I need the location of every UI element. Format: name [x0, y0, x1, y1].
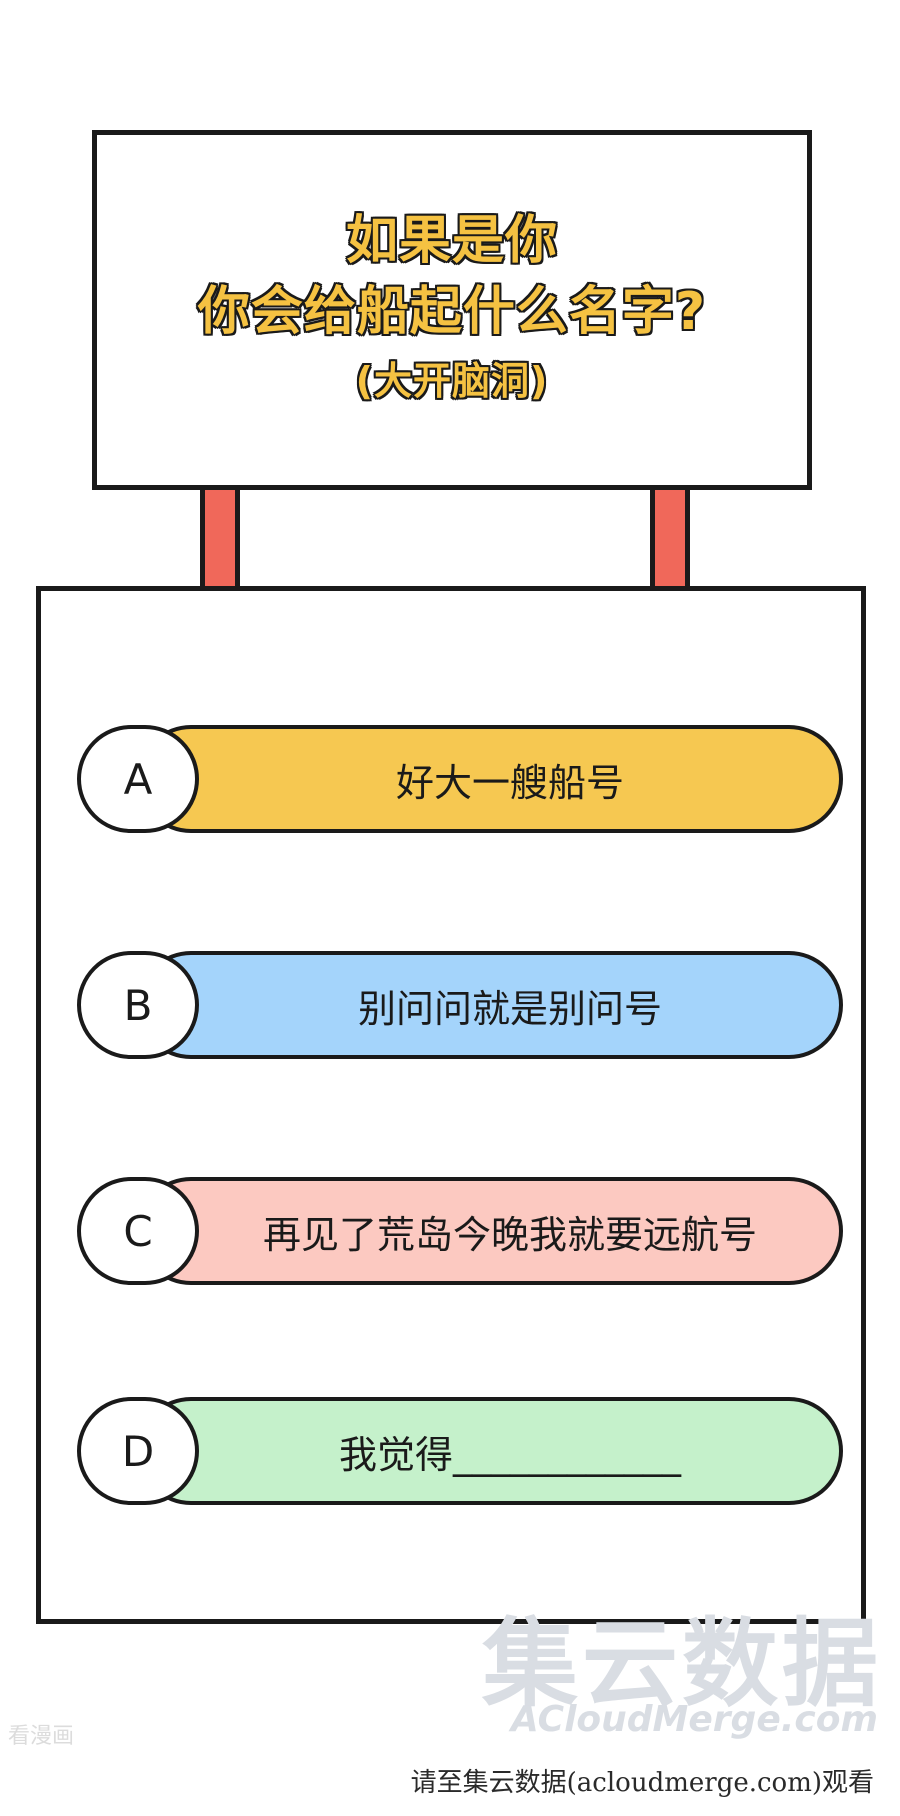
watermark-logo-en: ACloudMerge.com [510, 1699, 878, 1740]
question-sign: 如果是你 你会给船起什么名字? (大开脑洞) [92, 130, 812, 490]
option-a-pill[interactable]: 好大一艘船号 [137, 725, 843, 833]
option-d[interactable]: 我觉得____________ D [77, 1397, 843, 1505]
question-line-2: 你会给船起什么名字? [197, 281, 707, 343]
watermark-left: 看漫画 [8, 1724, 75, 1749]
option-c[interactable]: 再见了荒岛今晚我就要远航号 C [77, 1177, 843, 1285]
option-a[interactable]: 好大一艘船号 A [77, 725, 843, 833]
question-line-1: 如果是你 [345, 210, 558, 272]
option-b-text: 别问问就是别问号 [357, 986, 662, 1031]
watermark-logo-cn: 集云数据 [482, 1608, 882, 1720]
option-b-badge: B [77, 951, 199, 1059]
sign-post-left [200, 490, 240, 588]
option-d-badge: D [77, 1397, 199, 1505]
question-line-3: (大开脑洞) [355, 358, 549, 404]
sign-post-right [650, 490, 690, 588]
option-a-badge: A [77, 725, 199, 833]
option-a-text: 好大一艘船号 [395, 760, 624, 805]
footer-text: 请至集云数据(acloudmerge.com)观看 [410, 1768, 874, 1798]
option-c-pill[interactable]: 再见了荒岛今晚我就要远航号 [137, 1177, 843, 1285]
option-b-pill[interactable]: 别问问就是别问号 [137, 951, 843, 1059]
option-c-badge: C [77, 1177, 199, 1285]
option-d-text: 我觉得____________ [338, 1432, 681, 1477]
option-d-pill[interactable]: 我觉得____________ [137, 1397, 843, 1505]
option-c-text: 再见了荒岛今晚我就要远航号 [262, 1212, 757, 1257]
option-b[interactable]: 别问问就是别问号 B [77, 951, 843, 1059]
answer-board: 好大一艘船号 A 别问问就是别问号 B 再见了荒岛今晚我就要远航号 C 我觉得_… [36, 586, 866, 1624]
